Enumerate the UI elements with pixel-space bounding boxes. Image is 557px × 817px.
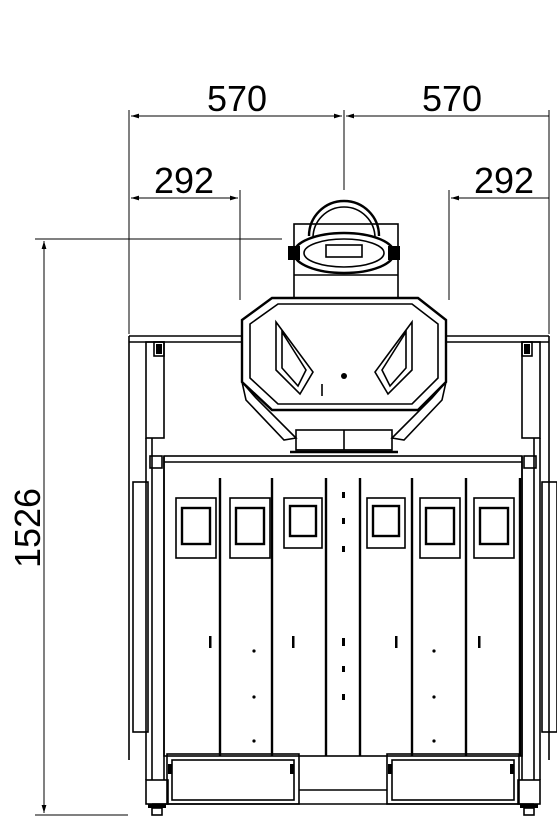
feet xyxy=(145,779,541,816)
dim-offset-left: 292 xyxy=(154,160,214,201)
firebox xyxy=(163,455,523,757)
left-side-frame xyxy=(128,336,165,780)
dim-offset-right: 292 xyxy=(474,160,534,201)
panels xyxy=(218,478,522,756)
base xyxy=(152,753,534,805)
panel-windows xyxy=(175,497,515,559)
panel-markers xyxy=(209,492,481,743)
dim-width-left: 570 xyxy=(207,78,267,119)
hood xyxy=(240,296,448,454)
dimension-lines xyxy=(35,110,550,816)
right-side-frame xyxy=(521,336,557,780)
dim-height: 1526 xyxy=(7,488,48,568)
dim-width-right: 570 xyxy=(422,78,482,119)
top-plate xyxy=(129,335,549,343)
flue-collar xyxy=(288,199,400,299)
